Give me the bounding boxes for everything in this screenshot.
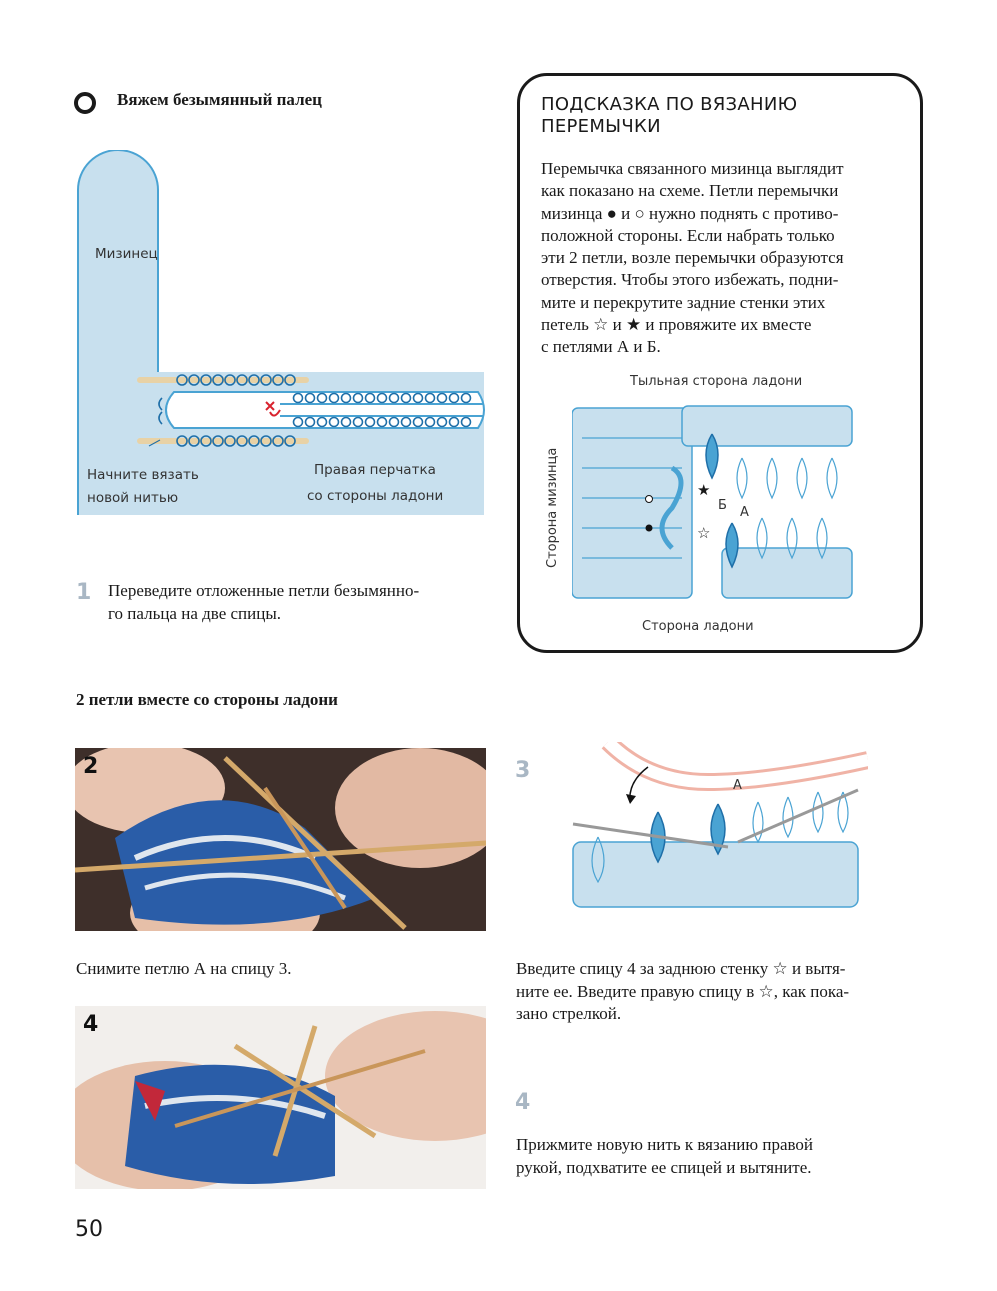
step3-diagram (572, 742, 868, 908)
subheading: 2 петли вместе со стороны ладони (76, 690, 338, 709)
text-line: го пальца на две спицы. (108, 603, 281, 623)
step3-number: 3 (515, 758, 531, 783)
photo-step4: 4 (75, 1006, 486, 1189)
text-line: положной стороны. Если набрать только (541, 225, 835, 245)
start-label-line2: новой нитью (87, 490, 179, 506)
glove-label-line2: со стороны ладони (307, 488, 444, 504)
tip-side-label: Сторона мизинца (545, 447, 560, 568)
glove-diagram (77, 150, 485, 515)
knitting-photo-2 (75, 748, 486, 931)
photo2-caption: Снимите петлю А на спицу 3. (76, 959, 292, 978)
step1-text: Переведите отложенные петли безымянно- г… (108, 580, 419, 625)
tip-top-label: Тыльная сторона ладони (630, 374, 803, 389)
tip-title-line2: ПЕРЕМЫЧКИ (541, 116, 661, 137)
tip-text: Перемычка связанного мизинца выглядит ка… (541, 158, 906, 359)
text-line: Прижмите новую нить к вязанию правой (516, 1135, 814, 1154)
glove-label-line1: Правая перчатка (314, 462, 436, 478)
step4-number: 4 (515, 1090, 531, 1115)
text-line: Переведите отложенные петли безымянно- (108, 581, 420, 600)
finger-label: Мизинец (95, 246, 158, 262)
text-line: с петлями А и Б. (541, 337, 661, 357)
text-line: рукой, подхватите ее спицей и вытяните. (516, 1157, 812, 1177)
start-label-line1: Начните вязать (87, 467, 199, 483)
text-line: Введите спицу 4 за заднюю стенку ☆ и выт… (516, 959, 846, 978)
text-line: отверстия. Чтобы этого избежать, подни- (541, 270, 839, 290)
knitting-photo-4 (75, 1006, 486, 1189)
text-line: петель ☆ и ★ и провяжите их вместе (541, 315, 812, 335)
page-number: 50 (75, 1217, 103, 1242)
text-line: мизинца ● и ○ нужно поднять с противо- (541, 203, 839, 223)
tip-label-a: А (740, 505, 749, 520)
step3-label-a: А (733, 778, 742, 793)
photo2-number: 2 (83, 754, 99, 779)
tip-title-line1: ПОДСКАЗКА ПО ВЯЗАНИЮ (541, 94, 798, 115)
tip-title: ПОДСКАЗКА ПО ВЯЗАНИЮ ПЕРЕМЫЧКИ (541, 94, 901, 138)
text-line: ните ее. Введите правую спицу в ☆, как п… (516, 981, 850, 1001)
tip-bottom-label: Сторона ладони (642, 619, 754, 634)
star-outline-icon: ☆ (697, 524, 711, 542)
step1-number: 1 (76, 580, 92, 605)
text-line: как показано на схеме. Петли перемычки (541, 181, 839, 201)
photo-step2: 2 (75, 748, 486, 931)
bridge-diagram (572, 405, 853, 599)
star-filled-icon: ★ (697, 481, 711, 499)
text-line: зано стрелкой. (516, 1004, 622, 1023)
text-line: мите и перекрутите задние стенки этих (541, 292, 826, 312)
tip-label-b: Б (718, 498, 727, 513)
photo4-number: 4 (83, 1012, 99, 1037)
step4-text: Прижмите новую нить к вязанию правой рук… (516, 1134, 813, 1179)
step3-text: Введите спицу 4 за заднюю стенку ☆ и выт… (516, 958, 849, 1026)
tip-box (517, 73, 923, 653)
text-line: эти 2 петли, возле перемычки образуются (541, 248, 844, 268)
text-line: Перемычка связанного мизинца выглядит (541, 159, 844, 178)
section-bullet-icon (74, 92, 96, 114)
section-title: Вяжем безымянный палец (117, 90, 322, 109)
